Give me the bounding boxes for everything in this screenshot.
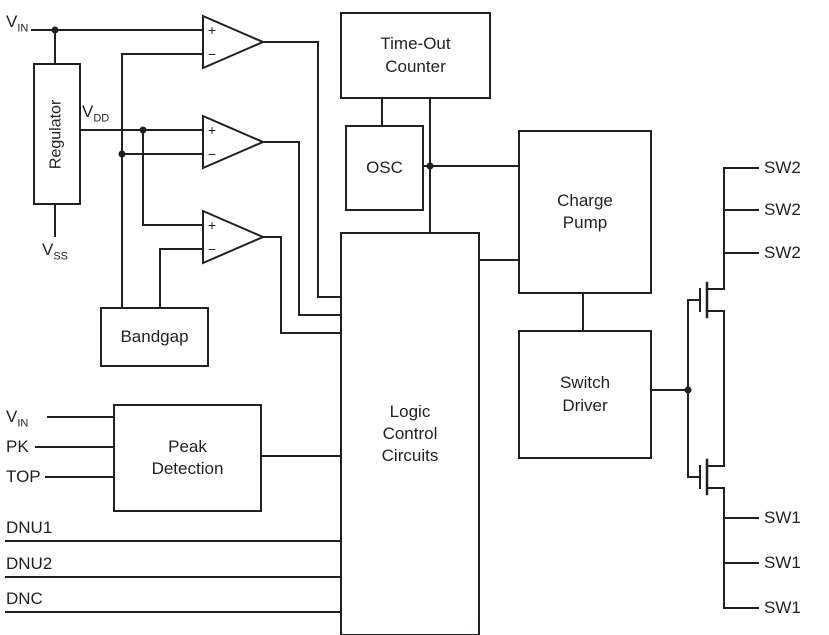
pin-vdd-base: V — [82, 102, 94, 121]
osc-label: OSC — [366, 157, 403, 177]
pin-vss-sub: SS — [53, 250, 69, 263]
comparator1-minus-sign: − — [207, 46, 217, 62]
peak-detection-line1: Peak — [168, 436, 207, 456]
upper-mosfet — [699, 281, 725, 319]
logic-control-line1: Logic — [389, 401, 431, 421]
lower-mosfet — [699, 458, 725, 496]
pin-label-dnu1: DNU1 — [6, 518, 53, 537]
pin-vin-top-base: V — [6, 12, 18, 31]
pin-label-sw2-1: SW2 — [764, 158, 801, 177]
pin-label-sw2-3: SW2 — [764, 243, 801, 262]
pin-label-sw1-3: SW1 — [764, 598, 801, 617]
comparator-2 — [202, 114, 266, 170]
regulator-label: Regulator — [47, 99, 65, 169]
pin-label-vin-top: VIN — [6, 12, 28, 38]
junction-dot — [118, 150, 126, 158]
pin-label-dnu2: DNU2 — [6, 554, 53, 573]
junction-dots — [51, 26, 692, 394]
pin-label-sw2-2: SW2 — [764, 200, 801, 219]
timeout-counter-block: Time-Out Counter — [340, 12, 491, 99]
wire-bandgap-comp1-minus — [121, 53, 204, 308]
logic-control-block: Logic Control Circuits — [340, 232, 480, 635]
comparators — [202, 14, 266, 265]
junction-dot — [684, 386, 692, 394]
bandgap-label: Bandgap — [120, 326, 189, 346]
junction-dot — [426, 162, 434, 170]
comparator2-plus-sign: + — [207, 122, 217, 138]
junction-dot — [139, 126, 147, 134]
switch-driver-line1: Switch — [559, 373, 611, 393]
switch-driver-block: Switch Driver — [518, 330, 652, 459]
peak-detection-label: Peak Detection — [152, 436, 224, 480]
pin-label-pk: PK — [6, 437, 29, 456]
wire-vdd-comp3-plus — [142, 129, 204, 226]
peak-detection-line2: Detection — [151, 459, 224, 478]
pin-label-sw1-2: SW1 — [764, 553, 801, 572]
comparator3-plus-sign: + — [207, 217, 217, 233]
switch-driver-label: Switch Driver — [560, 372, 610, 416]
pin-label-vss: VSS — [42, 240, 68, 266]
logic-control-line2: Control — [382, 423, 438, 443]
bandgap-block: Bandgap — [100, 307, 209, 367]
pin-vin-peak-base: V — [6, 407, 18, 426]
pin-vin-peak-sub: IN — [17, 417, 29, 430]
wire-comp3-logic — [262, 236, 341, 334]
logic-control-label: Logic Control Circuits — [382, 401, 439, 467]
charge-pump-label: Charge Pump — [557, 190, 613, 234]
timeout-counter-line1: Time-Out — [380, 34, 451, 54]
timeout-counter-label: Time-Out Counter — [380, 33, 450, 77]
comparator-3 — [202, 209, 266, 265]
pin-label-dnc: DNC — [6, 589, 43, 608]
pin-label-vin-peak: VIN — [6, 407, 28, 433]
charge-pump-block: Charge Pump — [518, 130, 652, 294]
comparator3-minus-sign: − — [207, 241, 217, 257]
comparator1-plus-sign: + — [207, 22, 217, 38]
wire-comp1-logic — [262, 41, 341, 298]
pin-label-vdd: VDD — [82, 102, 109, 128]
charge-pump-line2: Pump — [562, 213, 608, 232]
pin-vss-base: V — [42, 240, 54, 259]
junction-dot — [51, 26, 59, 34]
pin-vdd-sub: DD — [93, 112, 110, 125]
pin-label-sw1-1: SW1 — [764, 508, 801, 527]
comparator-1 — [202, 14, 266, 70]
osc-block: OSC — [345, 125, 424, 211]
comparator2-minus-sign: − — [207, 146, 217, 162]
wire-comp2-logic — [262, 141, 341, 316]
pin-vin-top-sub: IN — [17, 22, 29, 35]
timeout-counter-line2: Counter — [385, 56, 446, 76]
logic-control-line3: Circuits — [381, 446, 439, 466]
regulator-block: Regulator — [33, 63, 81, 205]
pin-label-top: TOP — [6, 467, 41, 486]
switch-driver-line2: Driver — [562, 395, 608, 415]
peak-detection-block: Peak Detection — [113, 404, 262, 512]
wire-bandgap-comp3-minus — [159, 248, 204, 308]
charge-pump-line1: Charge — [557, 190, 613, 210]
